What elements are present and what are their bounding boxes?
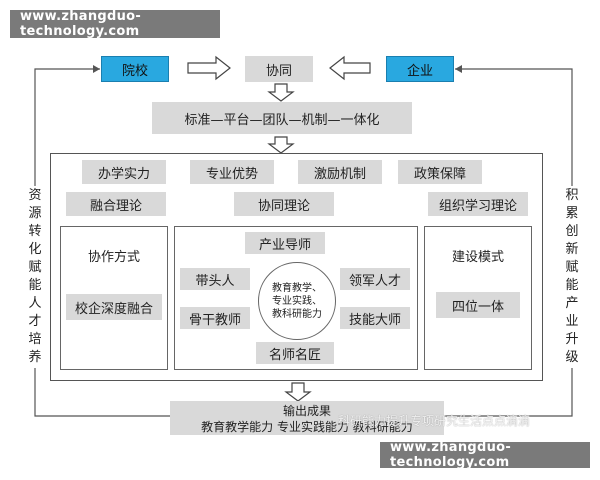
right-char: 升 [565,332,579,347]
backbone-teacher-box: 骨干教师 [180,307,250,329]
left-char: 源 [28,206,42,221]
school-strength-box: 办学实力 [82,160,166,184]
right-char: 能 [565,278,579,293]
famous-teacher-box: 名师名匠 [256,342,334,364]
synergy-theory-box: 协同理论 [234,192,334,216]
skill-master-box: 技能大师 [340,307,410,329]
left-side-text: 资 源 转 化 赋 能 人 才 培 养 [24,186,46,368]
collaboration-box: 协同 [245,56,313,82]
deep-integration-box: 校企深度融合 [66,294,162,320]
left-char: 能 [28,278,42,293]
left-char: 人 [28,296,42,311]
enterprise-box: 企业 [386,56,454,82]
right-char: 积 [565,188,579,203]
right-char: 累 [565,206,579,221]
standard-bar: 标准—平台—团队—机制—一体化 [152,102,412,134]
left-char: 才 [28,314,42,329]
left-char: 转 [28,224,42,239]
leader-box: 带头人 [180,268,250,290]
left-char: 养 [28,350,42,365]
integration-theory-box: 融合理论 [66,192,166,216]
overlay-caption: 科研能力提升专项研究生活点点滴滴 [338,414,531,428]
right-char: 赋 [565,260,579,275]
core-ability-circle: 教育教学、 专业实践、 教科研能力 [258,262,336,340]
construction-mode-title: 建设模式 [451,249,504,265]
four-in-one-box: 四位一体 [436,292,520,318]
watermark-bottom: www.zhangduo-technology.com [380,440,590,470]
watermark-top: www.zhangduo-technology.com [10,9,220,39]
right-side-text: 积 累 创 新 赋 能 产 业 升 级 [561,186,583,368]
leading-talent-box: 领军人才 [340,268,410,290]
circle-line-3: 教科研能力 [272,308,322,320]
institution-box: 院校 [101,56,169,82]
right-char: 产 [565,296,579,311]
incentive-mechanism-box: 激励机制 [298,160,382,184]
output-abilities: 教育教学能力 专业实践能力 教科研能力 [201,419,413,434]
professional-advantage-box: 专业优势 [190,160,274,184]
output-box [170,401,444,435]
policy-guarantee-box: 政策保障 [398,160,482,184]
output-title: 输出成果 [282,403,331,418]
left-char: 化 [28,242,42,257]
circle-line-1: 教育教学、 [272,282,322,294]
circle-line-2: 专业实践、 [272,295,322,307]
right-char: 创 [565,224,579,239]
right-char: 级 [565,350,579,365]
organizational-learning-box: 组织学习理论 [428,192,528,216]
left-char: 培 [28,332,42,347]
industry-mentor-box: 产业导师 [245,232,325,254]
left-char: 资 [28,188,42,203]
right-char: 新 [565,242,579,257]
left-char: 赋 [28,260,42,275]
right-char: 业 [565,314,579,329]
collaboration-mode-title: 协作方式 [87,249,140,265]
